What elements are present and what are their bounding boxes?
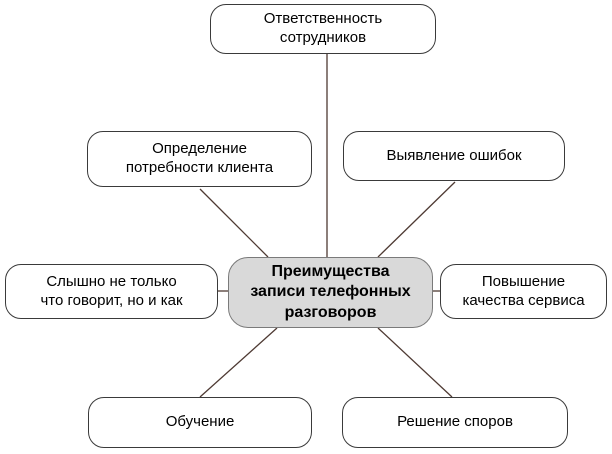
- connector-bottom-left: [199, 327, 278, 398]
- connector-bottom-right: [377, 327, 453, 398]
- node-training: Обучение: [88, 397, 312, 448]
- node-employee-responsibility: Ответственность сотрудников: [210, 4, 436, 54]
- node-dispute-resolution: Решение споров: [342, 397, 568, 448]
- node-client-needs: Определение потребности клиента: [87, 131, 312, 187]
- connector-upper-left: [199, 188, 269, 258]
- node-hear-how-not-just-what: Слышно не только что говорит, но и как: [5, 264, 218, 319]
- center-node-call-recording-advantages: Преимущества записи телефонных разговоро…: [228, 257, 433, 328]
- node-service-quality: Повышение качества сервиса: [440, 264, 607, 319]
- node-error-detection: Выявление ошибок: [343, 131, 565, 181]
- connector-upper-right: [377, 181, 456, 258]
